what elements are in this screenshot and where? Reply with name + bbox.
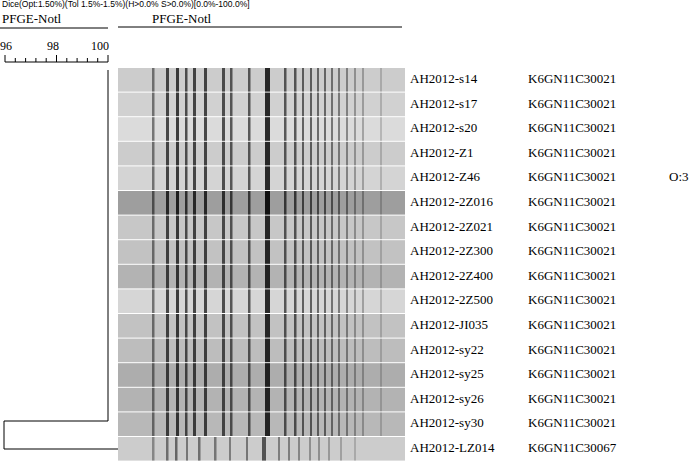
- gel-lane: [118, 240, 405, 264]
- method-note: Dice(Opt:1.50%)(Tol 1.5%-1.5%)(H>0.0% S>…: [2, 0, 250, 9]
- scale-tick: [87, 58, 88, 62]
- gel-lane: [118, 388, 405, 412]
- serotype-label: O:3: [669, 170, 689, 184]
- pattern-code: K6GN11C30021: [528, 293, 616, 307]
- cluster-line: [4, 421, 108, 422]
- gel-lane: [118, 142, 405, 166]
- pattern-code: K6GN11C30021: [528, 72, 616, 86]
- scale-tick: [15, 58, 16, 62]
- gel-lane: [118, 339, 405, 363]
- strain-name: AH2012-s14: [410, 72, 477, 86]
- strain-name: AH2012-2Z021: [410, 220, 493, 234]
- strain-name: AH2012-Z46: [410, 170, 480, 184]
- scale-tick: [56, 55, 57, 62]
- pattern-code: K6GN11C30021: [528, 318, 616, 332]
- gel-lane: [118, 191, 405, 215]
- gel-lane: [118, 93, 405, 117]
- pattern-code: K6GN11C30021: [528, 146, 616, 160]
- header-rule: [0, 28, 108, 29]
- gel-lane: [118, 265, 405, 289]
- header-rule: [118, 27, 402, 28]
- pattern-code: K6GN11C30021: [528, 343, 616, 357]
- pattern-code: K6GN11C30021: [528, 244, 616, 258]
- strain-name: AH2012-s20: [410, 121, 477, 135]
- gel-lane: [118, 289, 405, 313]
- scale-tick: [46, 58, 47, 62]
- pattern-code: K6GN11C30021: [528, 121, 616, 135]
- strain-name: AH2012-Z1: [410, 146, 474, 160]
- pattern-code: K6GN11C30067: [528, 441, 616, 455]
- strain-name: AH2012-2Z300: [410, 244, 493, 258]
- scale-tick: [108, 55, 109, 62]
- strain-name: AH2012-JI035: [410, 318, 488, 332]
- strain-name: AH2012-2Z016: [410, 195, 493, 209]
- strain-name: AH2012-sy30: [410, 416, 484, 430]
- scale-tick: [66, 58, 67, 62]
- strain-name: AH2012-sy25: [410, 367, 484, 381]
- strain-name: AH2012-sy26: [410, 392, 484, 406]
- gel-lane: [118, 363, 405, 387]
- scale-tick: [77, 58, 78, 62]
- gel-lane: [118, 117, 405, 141]
- gel-lane: [118, 314, 405, 338]
- strain-name: AH2012-2Z400: [410, 269, 493, 283]
- strain-name: AH2012-2Z500: [410, 293, 493, 307]
- pattern-code: K6GN11C30021: [528, 392, 616, 406]
- cluster-line: [4, 421, 5, 449]
- pattern-code: K6GN11C30021: [528, 269, 616, 283]
- pattern-code: K6GN11C30021: [528, 170, 616, 184]
- scale-tick: [5, 55, 6, 62]
- scale-tick: [25, 58, 26, 62]
- gel-lane: [118, 412, 405, 436]
- strain-name: AH2012-s17: [410, 97, 477, 111]
- strain-name: AH2012-LZ014: [410, 441, 495, 455]
- column-header: PFGE-Notl: [152, 12, 211, 26]
- pattern-code: K6GN11C30021: [528, 367, 616, 381]
- strain-name: AH2012-sy22: [410, 343, 484, 357]
- scale-tick: [35, 58, 36, 62]
- gel-lane: [118, 166, 405, 190]
- gel-lane: [118, 68, 405, 92]
- pattern-code: K6GN11C30021: [528, 97, 616, 111]
- gel-lane: [118, 437, 405, 461]
- scale-number: 98: [47, 40, 59, 53]
- cluster-line: [4, 449, 118, 450]
- scale-number: 96: [0, 40, 12, 53]
- column-header: PFGE-Notl: [2, 12, 61, 26]
- scale-tick: [97, 58, 98, 62]
- pattern-code: K6GN11C30021: [528, 220, 616, 234]
- scale-number: 100: [91, 40, 109, 53]
- pattern-code: K6GN11C30021: [528, 195, 616, 209]
- cluster-line: [108, 70, 109, 421]
- gel-lane: [118, 216, 405, 240]
- pattern-code: K6GN11C30021: [528, 416, 616, 430]
